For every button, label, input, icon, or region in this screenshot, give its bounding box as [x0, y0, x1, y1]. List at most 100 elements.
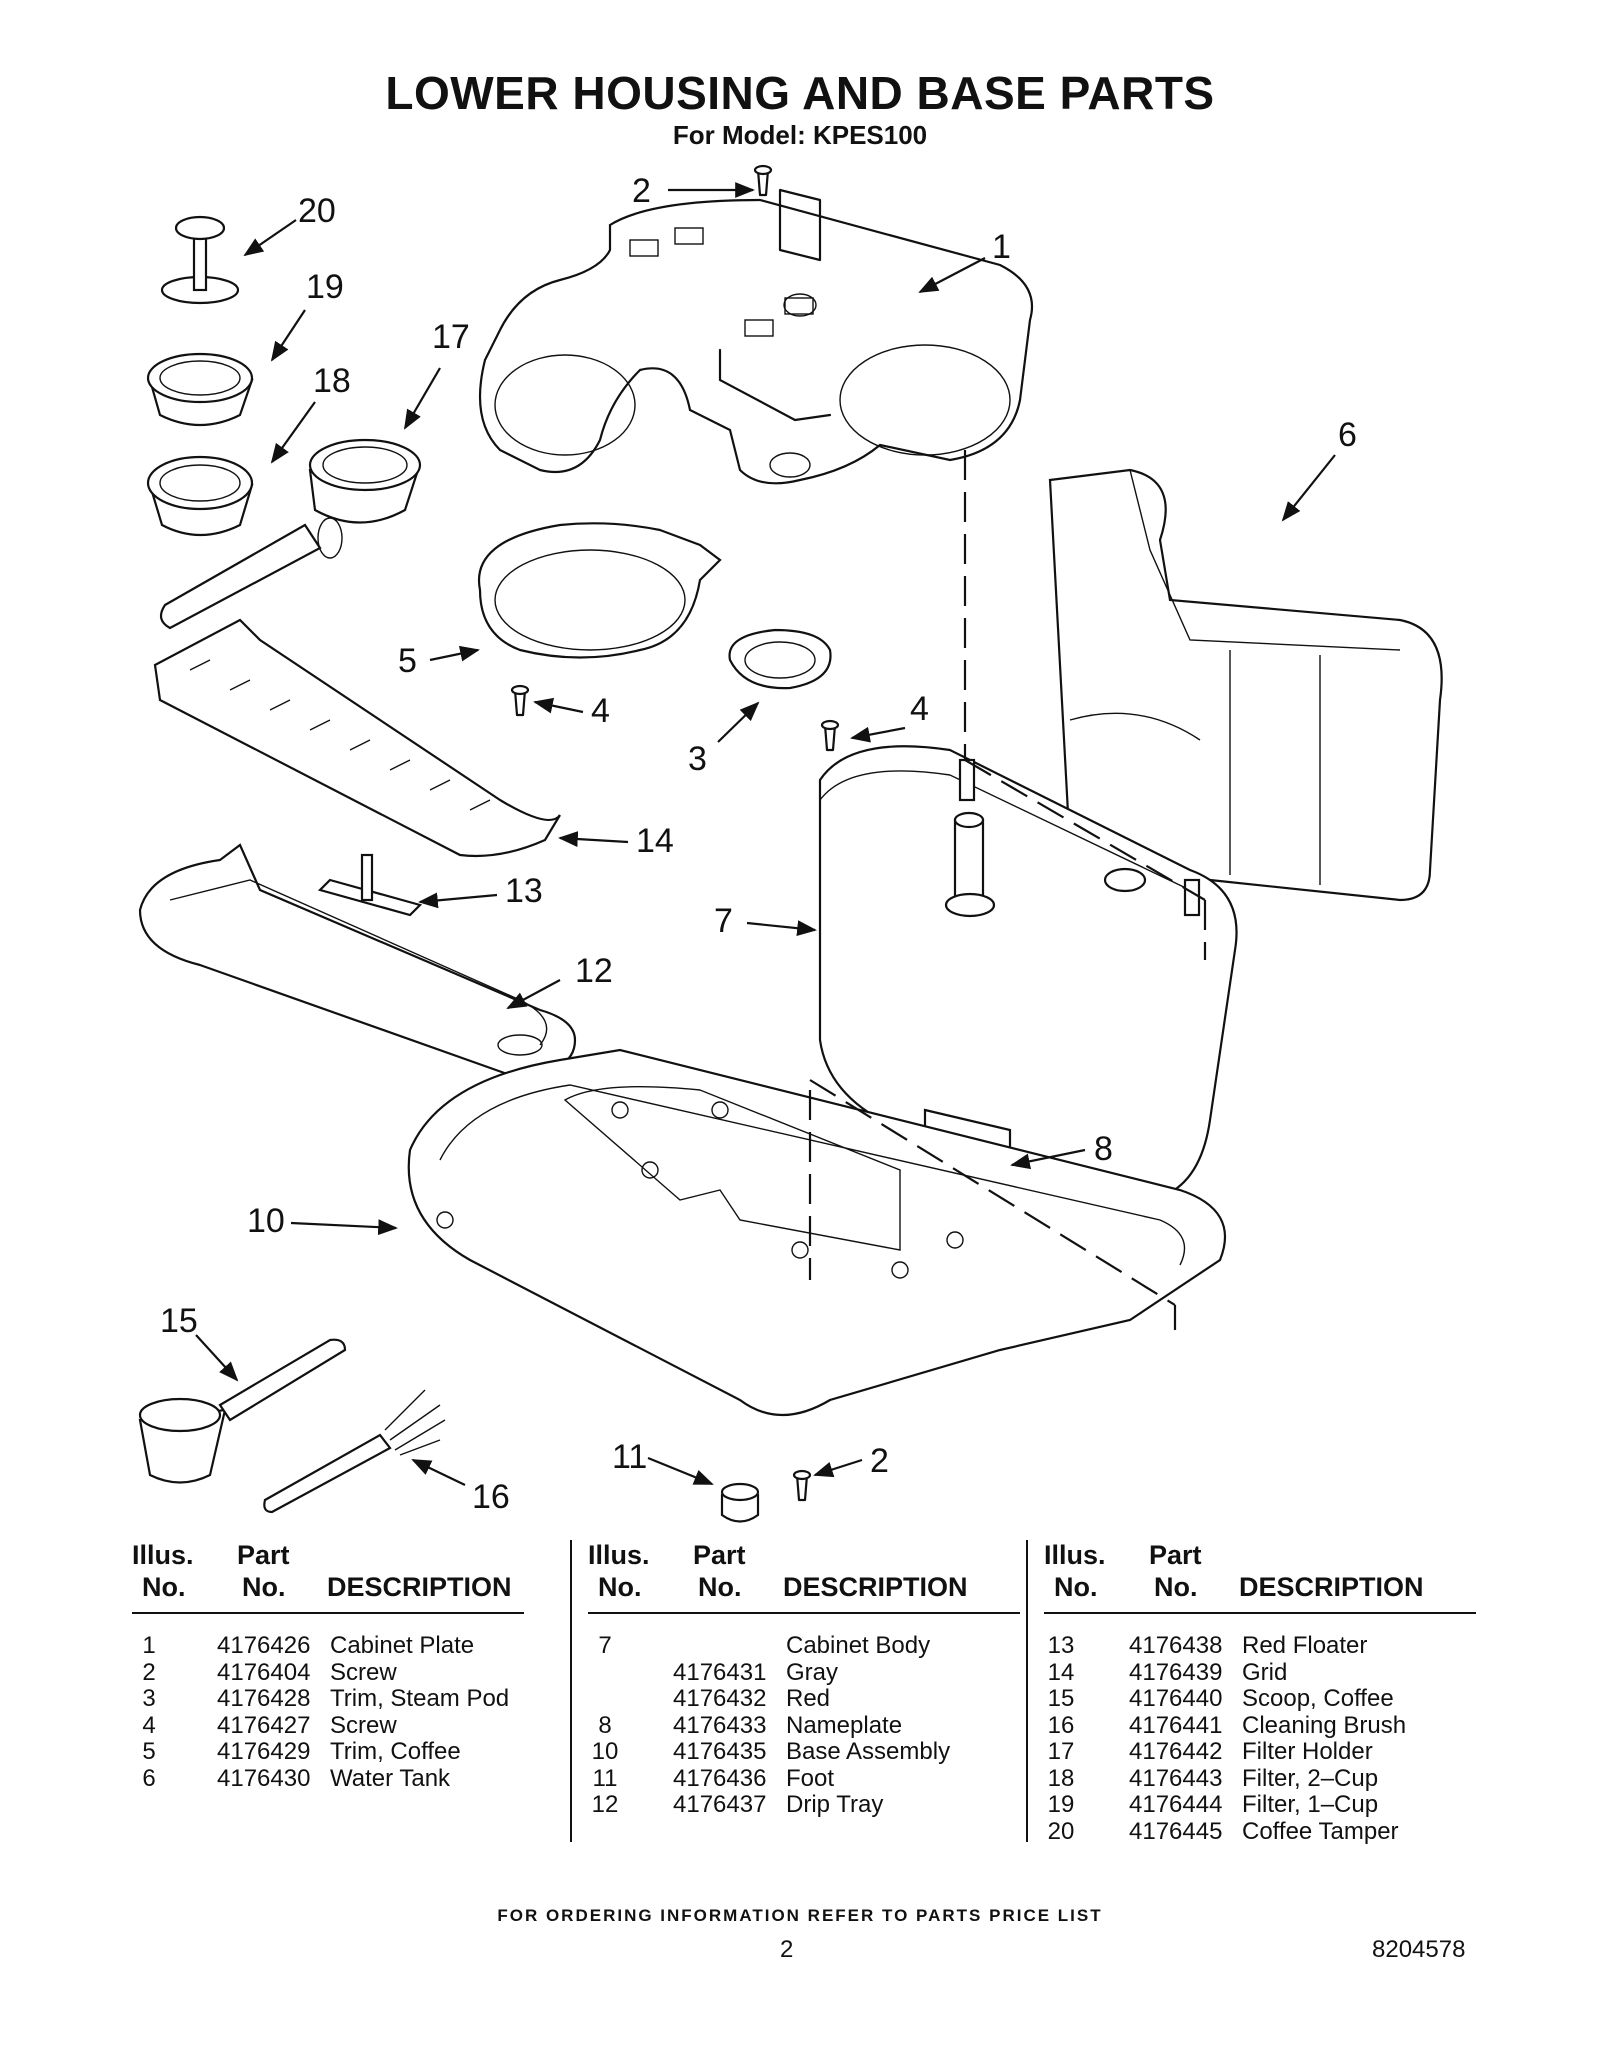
- cell-part-no: 4176427: [217, 1711, 311, 1739]
- cell-illus-no: 17: [1047, 1738, 1075, 1765]
- cell-part-no: 4176440: [1129, 1685, 1223, 1712]
- model-subtitle: For Model: KPES100: [672, 120, 928, 150]
- header-illus-1: Illus.: [588, 1540, 650, 1570]
- cell-description: Screw: [330, 1711, 397, 1739]
- callout-2-bottom: 2: [870, 1442, 889, 1480]
- cell-description: Coffee Tamper: [1242, 1817, 1399, 1845]
- cell-part-no: 4176436: [673, 1764, 767, 1792]
- cell-description: Gray: [786, 1658, 839, 1686]
- part-filter-1cup: [146, 352, 254, 427]
- cell-part-no: 4176445: [1129, 1817, 1223, 1845]
- part-screw-top: [753, 164, 773, 197]
- cell-illus-no: 14: [1047, 1658, 1075, 1686]
- cell-part-no: 4176428: [217, 1685, 311, 1712]
- callout-5: 5: [398, 642, 417, 680]
- callout-labels: 2 1 20 19 17 18 6 5 4 4 3 14 13 7 12 8 1…: [160, 172, 1357, 1516]
- document-number: 8204578: [1372, 1936, 1466, 1963]
- cell-description: Water Tank: [330, 1764, 451, 1792]
- column-divider: [1026, 1540, 1028, 1842]
- cell-description: Filter, 1–Cup: [1242, 1791, 1379, 1818]
- header-part-2: No.: [1154, 1572, 1198, 1602]
- cell-illus-no: 1: [142, 1632, 156, 1659]
- header-illus-1: Illus.: [132, 1540, 194, 1570]
- header-description: DESCRIPTION: [327, 1572, 512, 1602]
- cell-part-no: 4176404: [217, 1658, 311, 1686]
- callout-1: 1: [992, 228, 1011, 266]
- callout-18: 18: [313, 362, 351, 400]
- cell-illus-no: 3: [142, 1685, 156, 1712]
- cell-part-no: 4176435: [673, 1738, 767, 1765]
- cell-part-no: 4176438: [1129, 1632, 1223, 1659]
- part-cabinet-plate: [478, 188, 1034, 485]
- header-part-1: Part: [237, 1540, 290, 1570]
- callout-3: 3: [688, 740, 707, 778]
- cell-illus-no: 18: [1047, 1764, 1075, 1792]
- cell-illus-no: 15: [1047, 1685, 1075, 1712]
- cell-part-no: 4176442: [1129, 1738, 1223, 1765]
- part-filter-2cup: [146, 455, 254, 537]
- ordering-note: FOR ORDERING INFORMATION REFER TO PARTS …: [497, 1906, 1103, 1925]
- callout-14: 14: [636, 822, 674, 860]
- cell-description: Screw: [330, 1658, 397, 1686]
- cell-description: Drip Tray: [786, 1791, 884, 1818]
- parts-table-column-2: Illus. No. Part No. DESCRIPTION 7 Cabinet…: [588, 1540, 1020, 1818]
- cell-illus-no: 5: [142, 1738, 156, 1765]
- cell-description: Filter, 2–Cup: [1242, 1764, 1379, 1792]
- cell-illus-no: 4: [142, 1711, 156, 1739]
- callout-17: 17: [432, 318, 470, 356]
- table-header: Illus. No. Part No. DESCRIPTION: [132, 1540, 532, 1610]
- header-part-1: Part: [693, 1540, 746, 1570]
- header-illus-2: No.: [1054, 1572, 1098, 1602]
- cell-description: Cabinet Body: [786, 1632, 931, 1659]
- callout-4-right: 4: [910, 690, 929, 728]
- header-description: DESCRIPTION: [783, 1572, 968, 1602]
- cell-part-no: 4176432: [673, 1685, 767, 1712]
- part-trim-coffee: [477, 522, 722, 659]
- callout-20: 20: [298, 192, 336, 230]
- cell-part-no: 4176437: [673, 1791, 767, 1818]
- part-cleaning-brush: [263, 1389, 446, 1514]
- callout-11: 11: [612, 1438, 647, 1476]
- cell-part-no: 4176433: [673, 1711, 767, 1739]
- cell-description: Base Assembly: [786, 1738, 951, 1765]
- header-part-2: No.: [242, 1572, 286, 1602]
- cell-illus-no: 11: [592, 1764, 618, 1792]
- callout-7: 7: [714, 902, 733, 940]
- cell-description: Cleaning Brush: [1242, 1711, 1407, 1739]
- cell-illus-no: 12: [591, 1791, 619, 1818]
- cell-description: Red Floater: [1242, 1632, 1368, 1659]
- callout-4-left: 4: [591, 692, 610, 730]
- cell-description: Trim, Coffee: [330, 1738, 461, 1765]
- leader-arrows: [195, 182, 1336, 1486]
- reference-dashed-lines: [808, 450, 1207, 1330]
- part-coffee-scoop: [138, 1338, 347, 1484]
- part-coffee-tamper: [160, 215, 240, 305]
- part-screw-left: [510, 684, 530, 717]
- part-foot: [720, 1482, 760, 1523]
- header-part-1: Part: [1149, 1540, 1202, 1570]
- callout-10: 10: [247, 1202, 285, 1240]
- header-description: DESCRIPTION: [1239, 1572, 1424, 1602]
- column-divider: [570, 1540, 572, 1842]
- cell-description: Nameplate: [786, 1711, 903, 1739]
- callout-15: 15: [160, 1302, 198, 1340]
- cell-description: Cabinet Plate: [330, 1632, 475, 1659]
- callout-2-top: 2: [632, 172, 651, 210]
- part-red-floater: [317, 853, 423, 917]
- cell-part-no: 4176430: [217, 1764, 311, 1792]
- cell-illus-no: 10: [591, 1738, 619, 1765]
- cell-illus-no: 7: [598, 1632, 612, 1659]
- header-illus-2: No.: [598, 1572, 642, 1602]
- part-screw-right: [820, 719, 840, 752]
- page-title: LOWER HOUSING AND BASE PARTS: [385, 67, 1215, 119]
- cell-illus-no: 16: [1047, 1711, 1075, 1739]
- callout-13: 13: [505, 872, 543, 910]
- cell-illus-no: 2: [142, 1658, 156, 1686]
- callout-12: 12: [575, 952, 613, 990]
- header-part-2: No.: [698, 1572, 742, 1602]
- header-rule: [588, 1612, 1020, 1614]
- header-illus-2: No.: [142, 1572, 186, 1602]
- cell-illus-no: 8: [598, 1711, 612, 1739]
